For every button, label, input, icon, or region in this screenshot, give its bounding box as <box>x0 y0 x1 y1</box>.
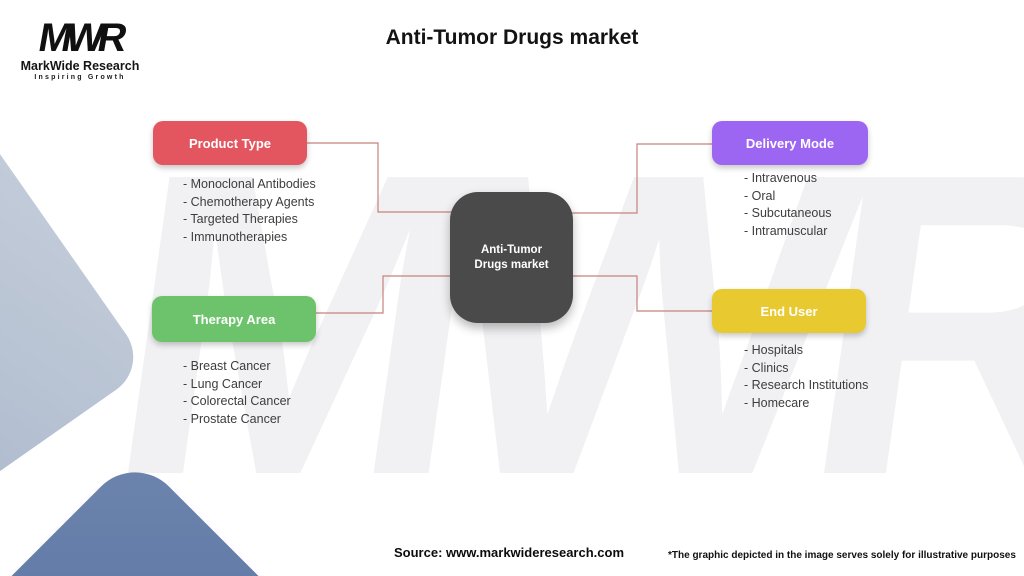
node-therapy-area-label: Therapy Area <box>192 311 276 327</box>
list-item: - Hospitals <box>744 343 804 357</box>
list-item: - Colorectal Cancer <box>183 394 291 409</box>
node-delivery-mode-label: Delivery Mode <box>745 135 835 151</box>
node-end-user: End User <box>712 289 866 333</box>
list-delivery-mode: - Intravenous - Oral - Subcutaneous - Intra… <box>744 170 832 240</box>
connector-end-user <box>572 275 712 312</box>
logo-company-name: MarkWide Research <box>20 59 140 73</box>
logo-tagline: Inspiring Growth <box>34 74 126 81</box>
list-item: - Homecare <box>744 395 810 410</box>
list-item: - Intramuscular <box>744 223 828 238</box>
center-node-label: Anti-Tumor Drugs market <box>474 244 549 271</box>
list-item: - Subcutaneous <box>744 206 832 221</box>
disclaimer-text: *The graphic depicted in the image serve… <box>668 550 1016 561</box>
list-item: - Oral <box>744 188 776 203</box>
node-product-type: Product Type <box>153 121 307 165</box>
list-item: - Intravenous <box>744 171 817 185</box>
node-therapy-area: Therapy Area <box>152 296 316 342</box>
list-therapy-area: - Breast Cancer - Lung Cancer - Colorectal… <box>183 358 291 428</box>
list-end-user: - Hospitals - Clinics - Research Instituti… <box>744 342 868 412</box>
connector-product-type <box>307 142 452 213</box>
connector-therapy-area <box>316 275 452 314</box>
node-delivery-mode: Delivery Mode <box>712 121 868 165</box>
list-item: - Chemotherapy Agents <box>183 194 315 209</box>
list-item: - Targeted Therapies <box>183 212 298 227</box>
list-item: - Research Institutions <box>744 378 869 393</box>
list-item: - Lung Cancer <box>183 376 263 391</box>
company-logo: MWR MarkWide Research Inspiring Growth <box>20 16 140 81</box>
page-title: Anti-Tumor Drugs market <box>385 26 639 49</box>
list-item: - Immunotherapies <box>183 229 288 244</box>
list-product-type: - Monoclonal Antibodies - Chemotherapy Ag… <box>183 176 316 246</box>
source-text: Source: www.markwideresearch.com <box>394 545 625 560</box>
connector-delivery-mode <box>570 143 712 214</box>
node-end-user-label: End User <box>760 303 818 319</box>
list-item: - Breast Cancer <box>183 359 271 373</box>
center-node-anti-tumor-drugs-market: Anti-Tumor Drugs market <box>450 192 573 323</box>
node-product-type-label: Product Type <box>188 135 272 151</box>
list-item: - Monoclonal Antibodies <box>183 177 316 191</box>
list-item: - Prostate Cancer <box>183 411 281 426</box>
list-item: - Clinics <box>744 360 789 375</box>
